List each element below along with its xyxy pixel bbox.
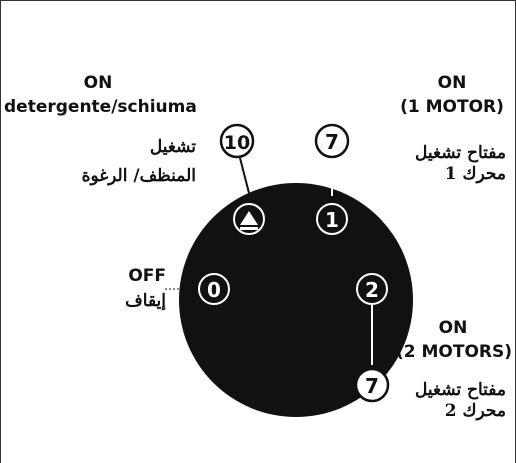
label-foam-on: ON (83, 73, 113, 93)
position-2-label: 2 (365, 278, 379, 302)
callout-foam-number: 10 (224, 132, 250, 154)
callout-motor1: 7 (314, 123, 350, 159)
label-motor1-on: ON (437, 73, 467, 93)
callout-foam: 10 (219, 123, 255, 159)
label-foam-ar1: تشغيل (149, 137, 196, 157)
leader-line-foam (239, 157, 250, 194)
position-1-label: 1 (325, 208, 339, 232)
label-motor2: ON (2 MOTORS) (396, 318, 513, 363)
label-off: OFF إيقاف (80, 266, 166, 312)
label-foam-desc: detergente/schiuma (4, 97, 197, 117)
label-motor2-ar1: مفتاح تشغيل (414, 380, 506, 400)
label-motor2-arabic: مفتاح تشغيل 2 محرك (370, 380, 506, 422)
label-off-ar: إيقاف (125, 291, 166, 311)
label-motor1-desc: (1 MOTOR) (400, 97, 504, 117)
selector-dial[interactable] (179, 183, 413, 417)
callout-motor2-number: 7 (365, 374, 379, 398)
position-2[interactable]: 2 (356, 273, 388, 305)
position-0-label: 0 (207, 278, 221, 302)
label-motor1: ON (1 MOTOR) (398, 73, 506, 118)
label-motor2-desc: (2 MOTORS) (396, 342, 513, 362)
position-1[interactable]: 1 (316, 203, 348, 235)
label-foam: ON detergente/schiuma (4, 73, 197, 118)
label-off-en: OFF (128, 266, 166, 286)
label-motor1-ar1: مفتاح تشغيل (414, 143, 506, 163)
label-motor1-ar2: 1 محرك (444, 164, 506, 184)
callout-motor2: 7 (354, 367, 390, 403)
foam-drop-icon (240, 211, 258, 230)
label-foam-arabic: تشغيل المنظف/ الرغوة (20, 137, 196, 187)
callout-motor1-number: 7 (325, 130, 339, 154)
position-foam[interactable] (233, 203, 265, 235)
label-motor1-arabic: مفتاح تشغيل 1 محرك (370, 143, 506, 185)
label-foam-ar2: المنظف/ الرغوة (81, 166, 196, 186)
label-motor2-ar2: 2 محرك (444, 401, 506, 421)
label-motor2-on: ON (438, 318, 468, 338)
position-0[interactable]: 0 (198, 273, 230, 305)
